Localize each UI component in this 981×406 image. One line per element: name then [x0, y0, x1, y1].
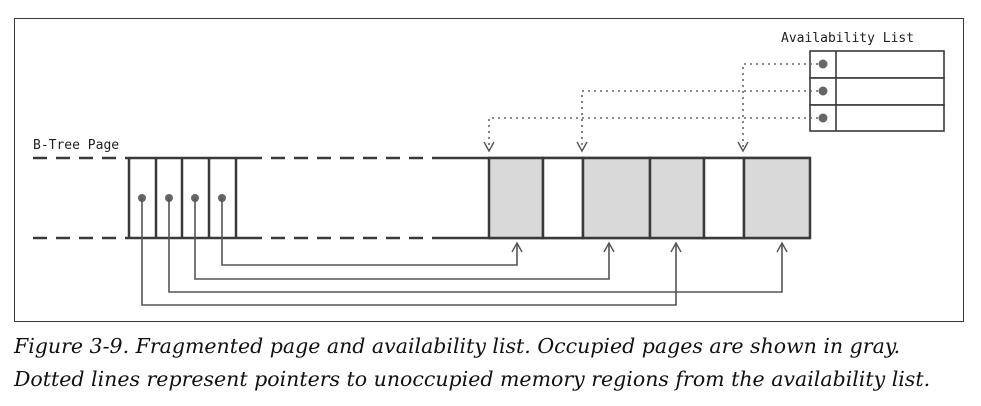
- availability-dot: [818, 86, 828, 96]
- caption-line-1: Figure 3-9. Fragmented page and availabi…: [14, 334, 901, 358]
- availability-entry: [809, 50, 945, 79]
- page-cells: [487, 156, 812, 240]
- availability-list: [809, 50, 945, 132]
- availability-entry: [809, 77, 945, 106]
- availability-dot: [818, 59, 828, 69]
- availability-dot: [818, 113, 828, 123]
- availability-list-label: Availability List: [781, 31, 914, 46]
- cell-pointers: [127, 158, 238, 238]
- btree-page-label: B-Tree Page: [33, 138, 119, 153]
- occupied-cell: [487, 156, 545, 240]
- availability-entry: [809, 104, 945, 132]
- availability-dots: [818, 59, 828, 123]
- caption-line-2: Dotted lines represent pointers to unocc…: [14, 367, 931, 391]
- fragmented-page-diagram: B-Tree Page Availability List: [33, 31, 945, 306]
- occupied-cell: [581, 156, 652, 240]
- cell-pointer-arrows: [141, 198, 788, 306]
- occupied-cell: [742, 156, 812, 240]
- availability-pointers: [483, 63, 818, 153]
- free-cell: [702, 156, 746, 240]
- free-cell: [541, 156, 585, 240]
- figure-caption: Figure 3-9. Fragmented page and availabi…: [14, 330, 969, 396]
- occupied-cell: [648, 156, 706, 240]
